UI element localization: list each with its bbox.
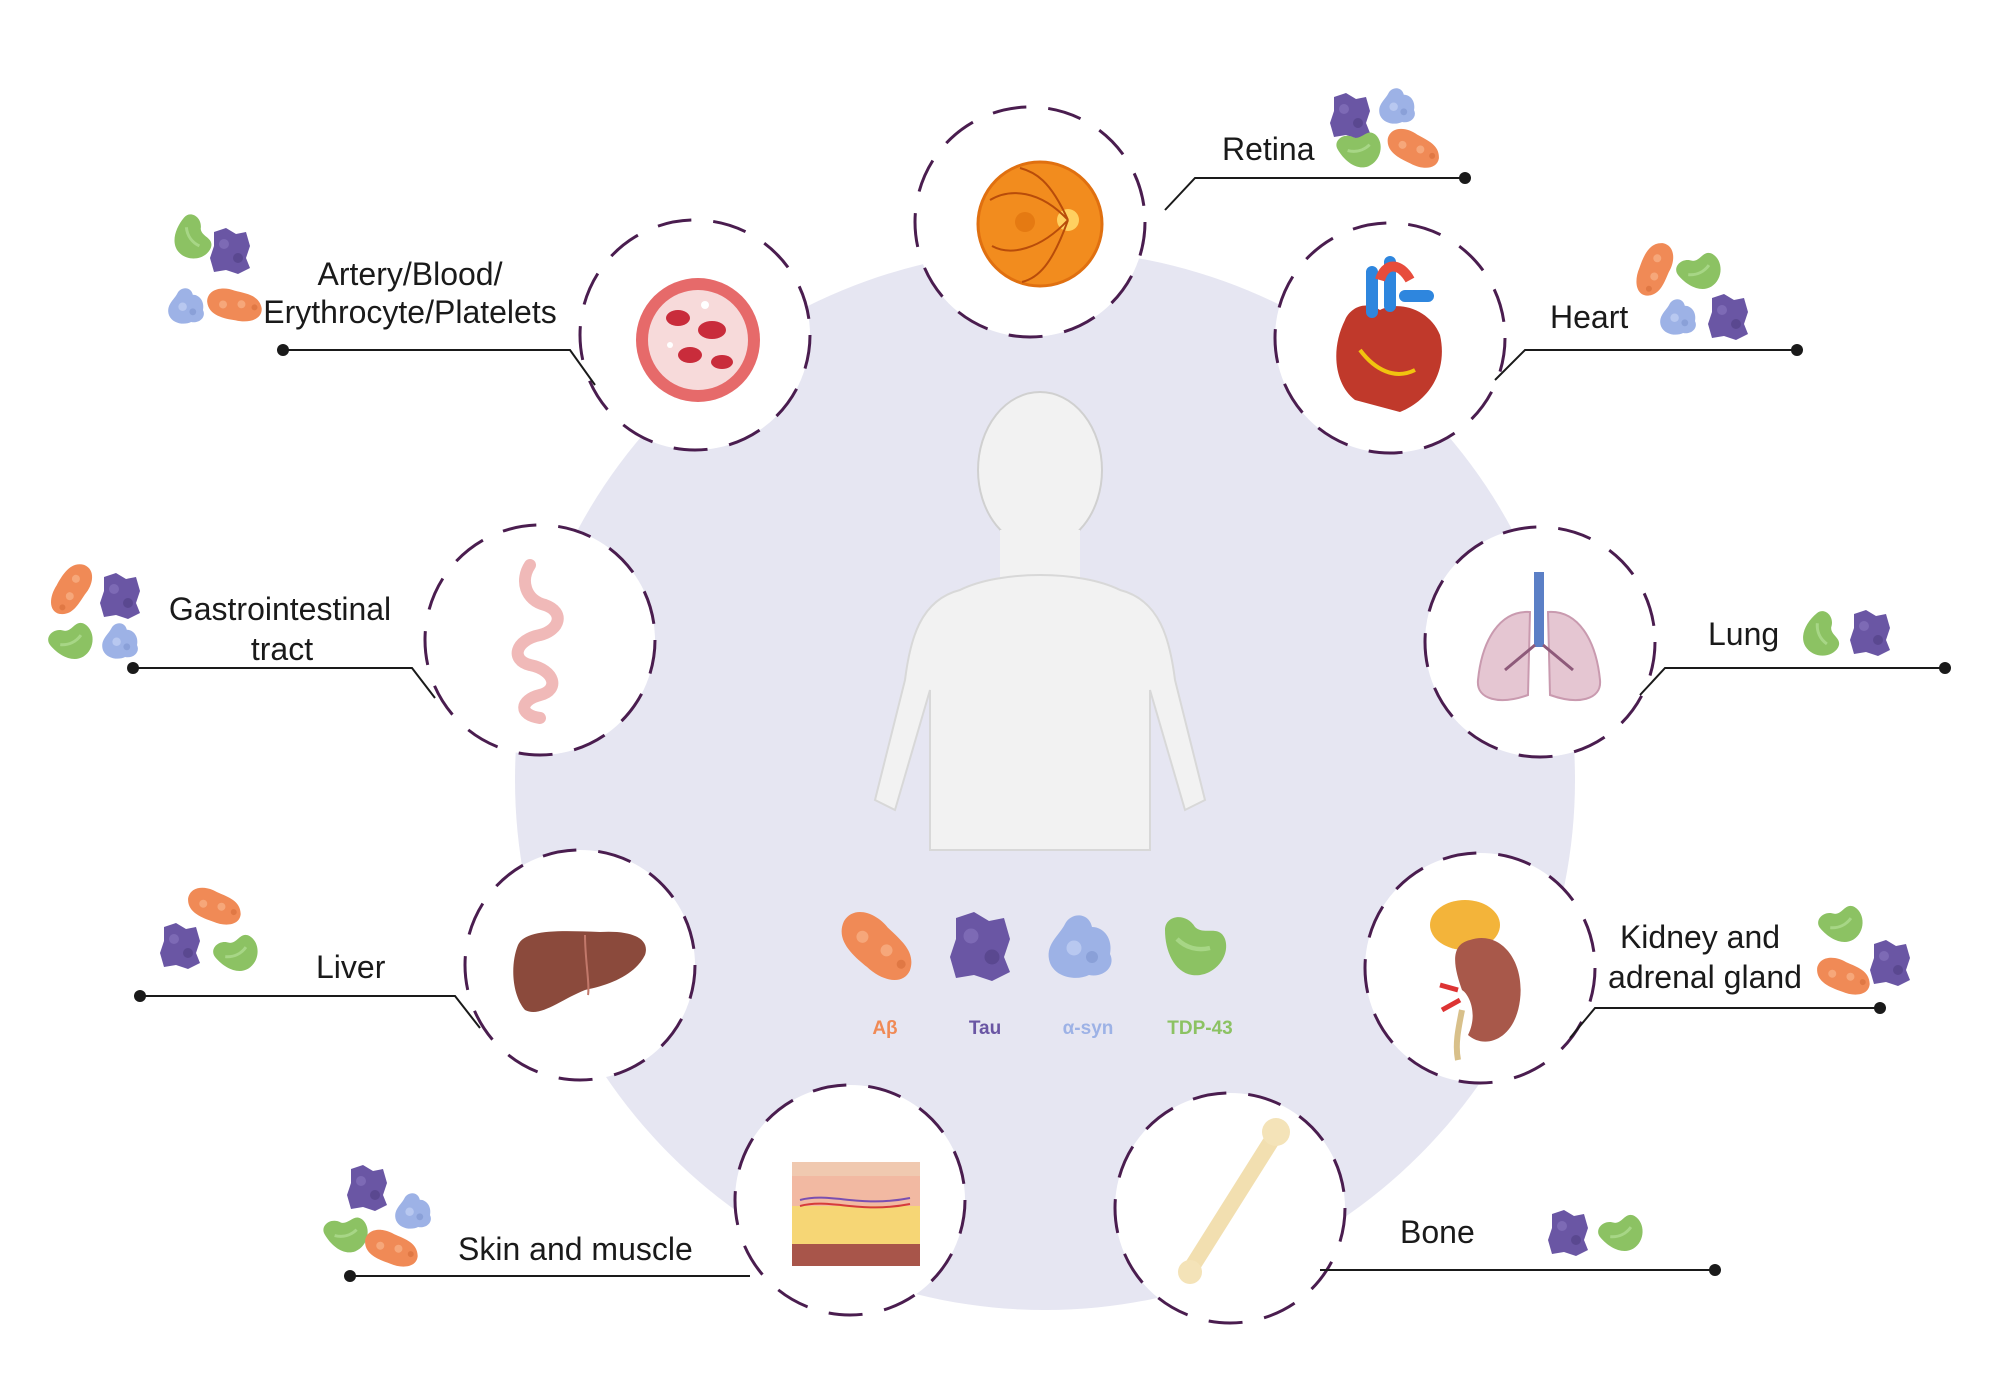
retina-connector (1164, 177, 1465, 211)
retina-proteins (1330, 88, 1444, 182)
artery-connector (283, 349, 596, 386)
kidney-proteins (1811, 893, 1910, 1009)
skin-label: Skin and muscle (458, 1231, 693, 1267)
gi-proteins (39, 559, 140, 670)
retina-dot (1459, 172, 1471, 184)
human-body-icon (873, 391, 1207, 851)
gi-tau-icon (100, 573, 140, 619)
gi-asyn-icon (102, 623, 138, 659)
lung-proteins (1792, 606, 1890, 666)
retina-tau-icon (1330, 93, 1370, 139)
artery-abeta-icon (201, 273, 267, 337)
liver-connector (140, 995, 481, 1029)
heart-connector (1494, 349, 1797, 381)
kidney-icon (1430, 900, 1521, 1061)
artery-dot (277, 344, 289, 356)
heart-dot (1791, 344, 1803, 356)
heart-proteins (1622, 237, 1748, 340)
retina-asyn-icon (1379, 88, 1415, 124)
heart-asyn-icon (1660, 299, 1696, 335)
liver-label: Liver (316, 949, 386, 985)
artery-blood-icon (636, 278, 760, 402)
liver-tau-icon (160, 923, 200, 969)
retina-label: Retina (1222, 131, 1315, 167)
bone-label: Bone (1400, 1214, 1475, 1250)
legend-asyn-label: α-syn (1063, 1018, 1114, 1039)
skin-dot (344, 1270, 356, 1282)
heart-icon (1336, 256, 1442, 412)
skin-muscle-icon (792, 1162, 920, 1266)
artery-proteins (163, 209, 267, 337)
gi-label-line1: Gastrointestinal (169, 591, 391, 627)
kidney-abeta-icon (1811, 944, 1875, 1009)
lung-connector (1639, 667, 1945, 696)
kidney-connector (1569, 1007, 1880, 1039)
kidney-tdp43-icon (1813, 893, 1873, 953)
skin-tdp43-icon (318, 1205, 377, 1262)
gi-dot (127, 662, 139, 674)
lung-tau-icon (1850, 610, 1890, 656)
kidney-tau-icon (1870, 940, 1910, 986)
skin-proteins (318, 1165, 431, 1281)
bone-icon (1178, 1118, 1290, 1284)
liver-tdp43-icon (208, 922, 268, 982)
skin-asyn-icon (395, 1193, 431, 1229)
gi-label-line2: tract (251, 631, 313, 667)
bone-tdp43-icon (1593, 1202, 1653, 1262)
bone-tau-icon (1548, 1210, 1588, 1256)
artery-asyn-icon (168, 288, 204, 324)
heart-tau-icon (1708, 294, 1748, 340)
lung-icon (1476, 572, 1602, 701)
artery-label-line2: Erythrocyte/Platelets (263, 294, 556, 330)
kidney-label-line2: adrenal gland (1608, 959, 1802, 995)
retina-abeta-icon (1382, 116, 1444, 182)
retina-icon (976, 160, 1104, 288)
lung-tdp43-icon (1792, 606, 1852, 666)
heart-label: Heart (1550, 299, 1628, 335)
connectors (133, 177, 1945, 1277)
gi-connector (133, 667, 436, 699)
lung-label: Lung (1708, 616, 1779, 652)
artery-label-line1: Artery/Blood/ (318, 256, 503, 292)
legend-abeta-label: Aβ (872, 1018, 897, 1039)
bone-dot (1709, 1264, 1721, 1276)
liver-proteins (160, 874, 268, 982)
protein-legend: Aβ Tau α-syn TDP-43 (835, 899, 1233, 1039)
legend-tau-label: Tau (969, 1018, 1001, 1039)
bone-proteins (1548, 1202, 1653, 1262)
kidney-label-line1: Kidney and (1620, 919, 1780, 955)
lung-dot (1939, 662, 1951, 674)
heart-tdp43-icon (1671, 240, 1731, 300)
gi-abeta-icon (39, 559, 104, 619)
liver-icon (513, 931, 646, 1012)
gi-icon (511, 559, 564, 724)
legend-tau-icon (950, 912, 1010, 981)
legend-tdp43-label: TDP-43 (1167, 1018, 1232, 1039)
gi-tdp43-icon (43, 610, 103, 670)
liver-dot (134, 990, 146, 1002)
artery-tau-icon (210, 228, 250, 274)
kidney-dot (1874, 1002, 1886, 1014)
skin-tau-icon (347, 1165, 387, 1211)
